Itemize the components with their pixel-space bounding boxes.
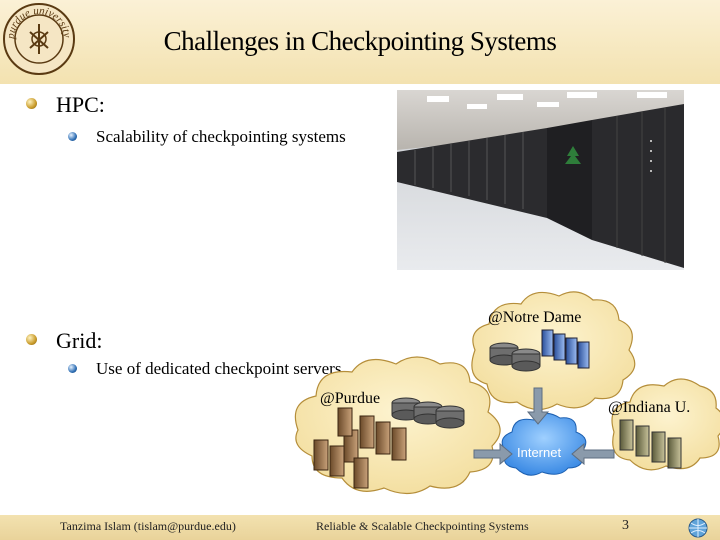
footer-author: Tanzima Islam (tislam@purdue.edu) xyxy=(60,519,236,533)
indiana-label: @Indiana U. xyxy=(608,399,691,416)
footer-bar xyxy=(0,515,720,540)
bullet-grid: Grid: xyxy=(56,328,103,353)
page-number: 3 xyxy=(622,518,629,533)
bullet-icon xyxy=(26,334,37,345)
university-seal-logo: purdue university xyxy=(3,3,75,75)
globe-icon xyxy=(688,518,708,538)
bullet-grid-sub: Use of dedicated checkpoint servers xyxy=(96,359,342,378)
purdue-cloud xyxy=(294,356,501,495)
sub-bullet-icon xyxy=(68,364,77,373)
internet-cloud-icon xyxy=(501,413,587,476)
bullet-hpc: HPC: xyxy=(56,92,105,117)
supercomputer-room-photo xyxy=(397,90,684,270)
purdue-servers-icon xyxy=(313,407,407,489)
storage-disks-icon xyxy=(489,342,541,372)
indiana-servers-icon xyxy=(619,419,682,469)
footer-talk-title: Reliable & Scalable Checkpointing System… xyxy=(316,519,529,533)
purdue-label: @Purdue xyxy=(320,390,381,407)
grid-diagram xyxy=(294,291,720,495)
slide-title: Challenges in Checkpointing Systems xyxy=(163,26,557,56)
notre-dame-label: @Notre Dame xyxy=(488,309,582,326)
sub-bullet-icon xyxy=(68,132,77,141)
arrow-icon xyxy=(473,387,615,466)
title-bar xyxy=(0,0,720,84)
bullet-hpc-sub: Scalability of checkpointing systems xyxy=(96,127,346,146)
purdue-disks-icon xyxy=(391,397,465,429)
notre-dame-servers-icon xyxy=(541,329,590,369)
bullet-icon xyxy=(26,98,37,109)
internet-label: Internet xyxy=(517,445,562,460)
